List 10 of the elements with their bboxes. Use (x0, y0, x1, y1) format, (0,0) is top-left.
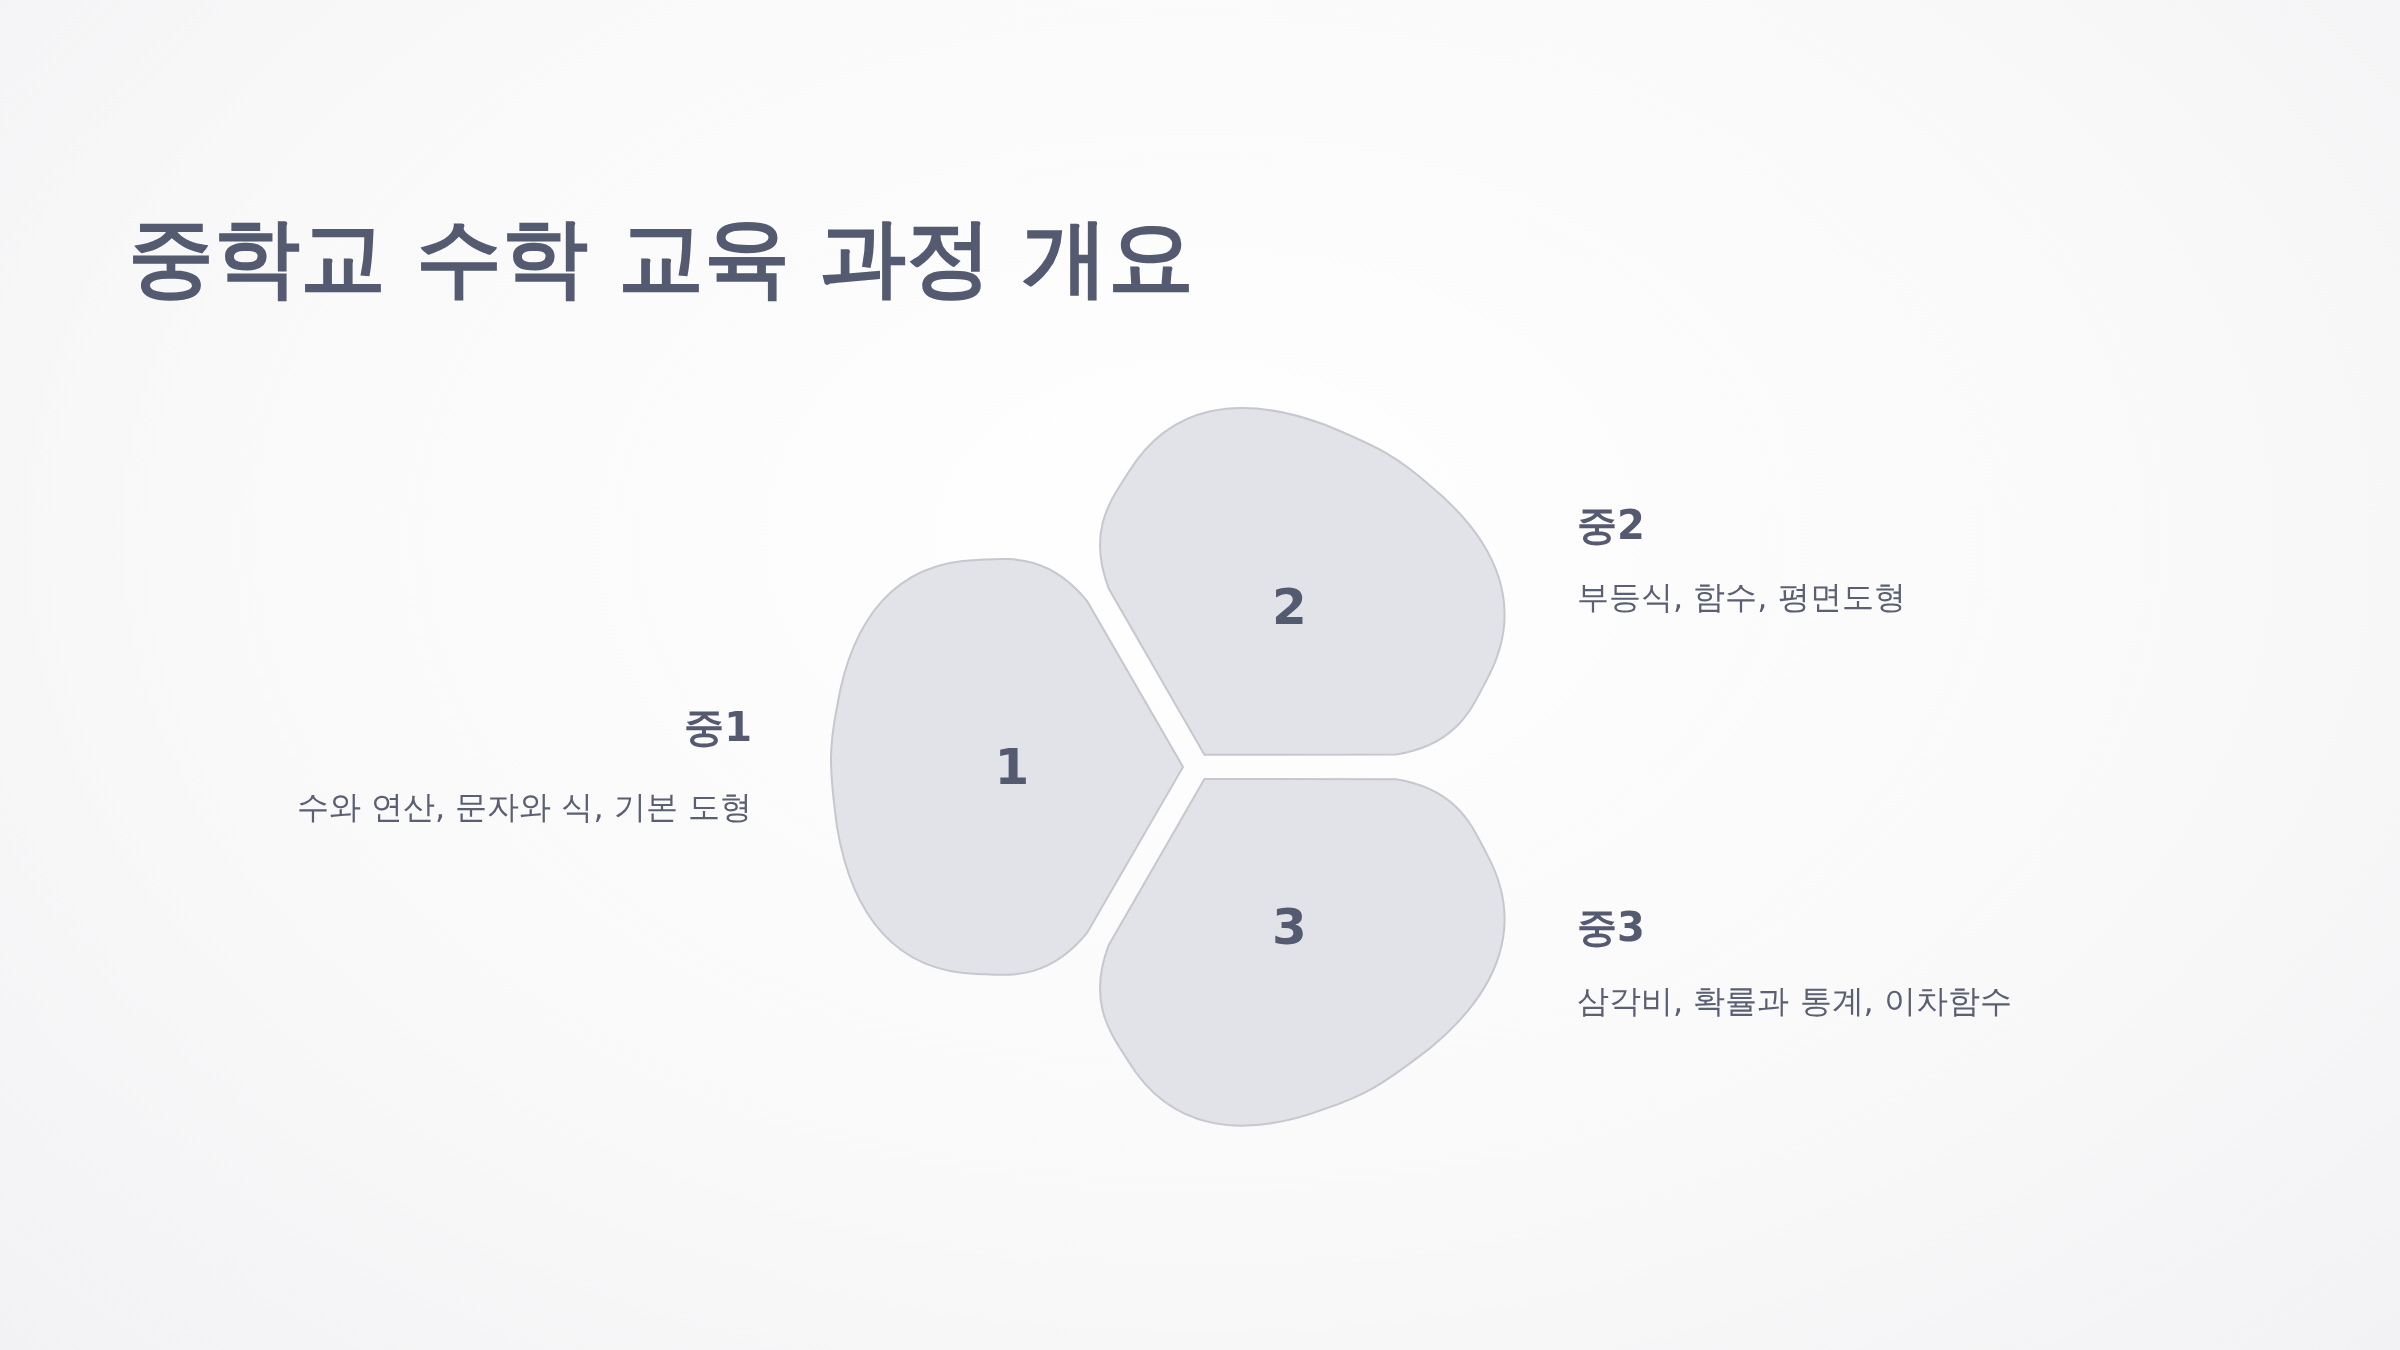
stage-description: 부등식, 함수, 평면도형 (1577, 577, 1906, 618)
step-number: 3 (1272, 898, 1307, 957)
stage-heading: 중2 (1577, 501, 1645, 550)
stage-description: 수와 연산, 문자와 식, 기본 도형 (296, 787, 752, 828)
slide-title: 중학교 수학 교육 과정 개요 (128, 206, 1194, 309)
stage-heading: 중3 (1577, 903, 1645, 952)
stage-description: 삼각비, 확률과 통계, 이차함수 (1577, 981, 2012, 1022)
stage-heading: 중1 (684, 703, 752, 752)
step-number: 1 (994, 738, 1030, 796)
step-number: 2 (1272, 577, 1307, 636)
